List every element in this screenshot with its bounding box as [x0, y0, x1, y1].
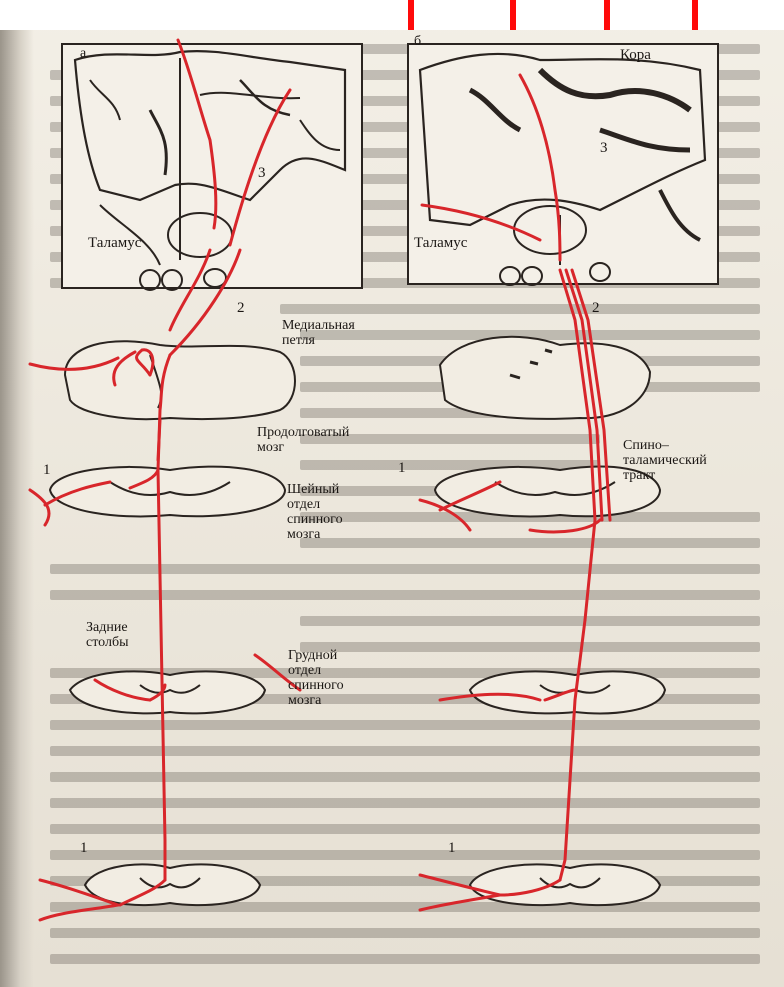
thoracic-section-a [70, 671, 265, 713]
panel-b-letter: б [414, 34, 421, 49]
panel-b-number-2: 2 [592, 300, 600, 317]
panel-b-number-1-lower: 1 [448, 840, 456, 857]
panel-a-number-1-upper: 1 [43, 462, 51, 479]
cervical-label: Шейный отдел спинного мозга [287, 482, 343, 542]
medulla-section-a [65, 341, 295, 419]
panel-b-thalamus-label: Таламус [414, 236, 467, 251]
panel-a-number-1-lower: 1 [80, 840, 88, 857]
lower-section-a [85, 864, 260, 905]
medulla-section-b [440, 337, 650, 419]
panel-b-number-1-upper: 1 [398, 460, 406, 477]
panel-a-number-2: 2 [237, 300, 245, 317]
panel-a-number-3: 3 [258, 165, 266, 182]
cervical-section-a [50, 467, 285, 517]
lower-section-b [470, 864, 660, 905]
panel-a-letter: а [80, 46, 86, 61]
thoracic-label: Грудной отдел спинного мозга [288, 648, 344, 708]
medulla-label: Продолговатый мозг [257, 425, 349, 455]
panel-b-number-3: 3 [600, 140, 608, 157]
dorsal-columns-label: Задние столбы [86, 620, 128, 650]
panel-a-thalamus-label: Таламус [88, 236, 141, 251]
cortex-label: Кора [620, 48, 651, 63]
spinothalamic-label: Спино– таламический тракт [623, 438, 707, 483]
medial-lemniscus-label: Медиальная петля [282, 318, 355, 348]
